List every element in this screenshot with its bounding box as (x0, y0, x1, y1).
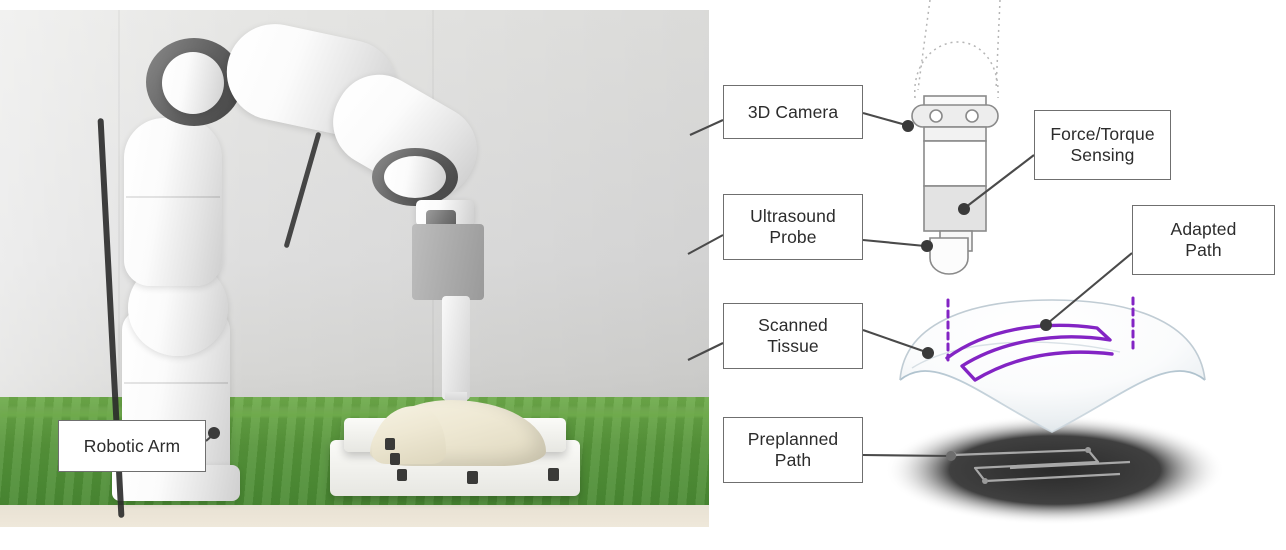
label-3d-camera[interactable]: 3D Camera (723, 85, 863, 139)
tracking-marker (390, 453, 400, 465)
tracking-marker (467, 471, 478, 484)
label-preplanned-path[interactable]: Preplanned Path (723, 417, 863, 483)
robot-wrist-cap (384, 156, 446, 198)
tracking-marker (548, 468, 559, 481)
label-force-torque-sensing[interactable]: Force/Torque Sensing (1034, 110, 1171, 180)
label-adapted-path[interactable]: Adapted Path (1132, 205, 1275, 275)
robot-seam (126, 196, 220, 198)
tracking-marker (397, 469, 407, 481)
label-text-line2: Sensing (1070, 145, 1135, 165)
label-text-line2: Path (774, 450, 812, 470)
robot-link-2 (124, 118, 222, 286)
tracking-marker (385, 438, 395, 450)
label-text-line1: Ultrasound (750, 206, 836, 227)
label-text: Robotic Arm (83, 435, 181, 456)
label-text-line1: Preplanned (747, 429, 839, 450)
label-scanned-tissue[interactable]: Scanned Tissue (723, 303, 863, 369)
label-text-line2: Path (1185, 240, 1222, 260)
robot-seam (124, 382, 228, 384)
label-ultrasound-probe[interactable]: Ultrasound Probe (723, 194, 863, 260)
robot-joint-cap (162, 52, 224, 114)
table-edge (0, 407, 709, 417)
label-text-line1: Scanned (758, 315, 828, 336)
label-text: 3D Camera (747, 101, 839, 122)
end-effector-bracket (412, 224, 484, 300)
label-text-line2: Tissue (767, 336, 819, 356)
label-text-line2: Probe (769, 227, 817, 247)
label-robotic-arm[interactable]: Robotic Arm (58, 420, 206, 472)
ultrasound-probe-shaft (442, 296, 470, 400)
label-text-line1: Adapted (1170, 219, 1237, 240)
label-text-line1: Force/Torque (1050, 124, 1155, 145)
